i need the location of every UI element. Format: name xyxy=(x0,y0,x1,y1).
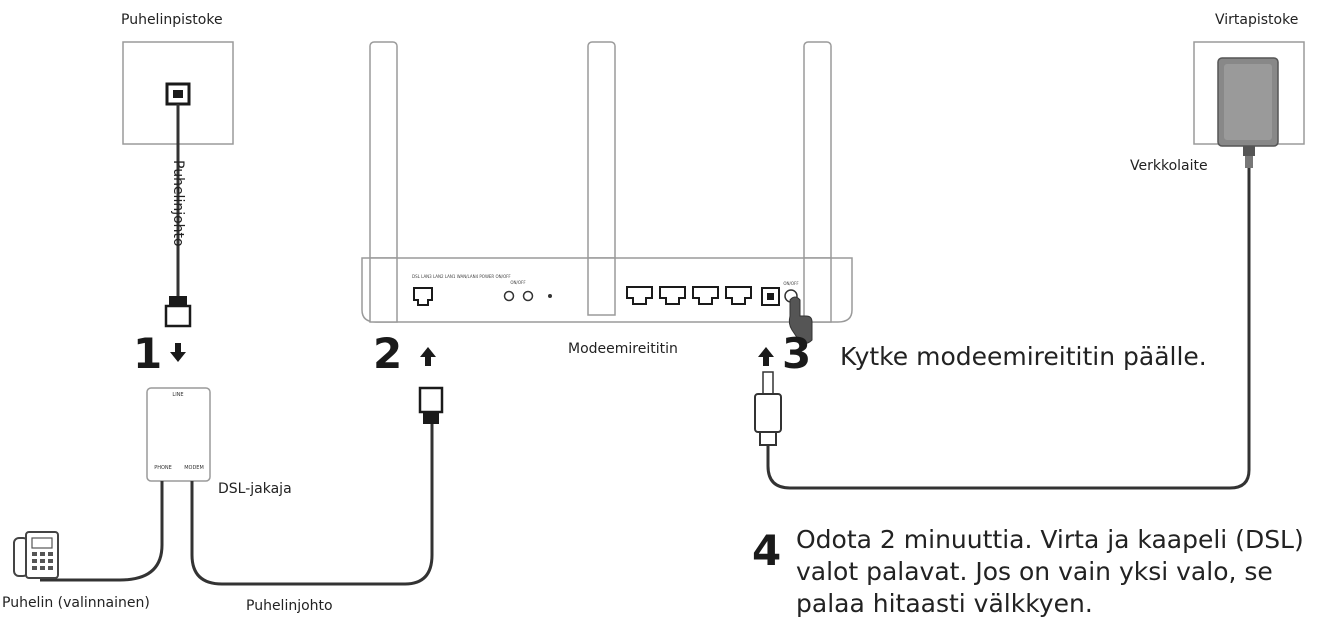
power-adapter xyxy=(1217,57,1279,168)
telephone-icon xyxy=(13,531,59,579)
router-label: Modeemireititin xyxy=(568,341,678,357)
phone-cable-bottom-label: Puhelinjohto xyxy=(246,598,333,614)
down-arrow-icon xyxy=(170,343,186,362)
antenna-right xyxy=(803,41,832,296)
router xyxy=(361,41,853,323)
phone-plug-1 xyxy=(164,296,192,328)
splitter-label: DSL-jakaja xyxy=(218,481,292,497)
step-1-number: 1 xyxy=(133,329,163,378)
phone-cable-to-router xyxy=(190,424,434,586)
telephone-label: Puhelin (valinnainen) xyxy=(2,595,150,611)
up-arrow-icon xyxy=(758,347,774,366)
router-onoff-text: ON/OFF xyxy=(510,280,526,285)
router-power-switch-text: ON/OFF xyxy=(783,281,799,286)
splitter-phone-text: PHONE xyxy=(154,465,172,471)
step-2-number: 2 xyxy=(373,329,403,378)
router-port-labels: DSL LAN3 LAN2 LAN1 WAN/LAN4 POWER ON/OFF xyxy=(412,274,511,279)
phone-cable-to-telephone xyxy=(40,481,164,582)
antenna-left xyxy=(369,41,398,296)
step-4-number: 4 xyxy=(752,526,782,575)
splitter-modem-text: MODEM xyxy=(184,465,204,471)
power-cable xyxy=(766,168,1251,490)
step-3-instruction: Kytke modeemireititin päälle. xyxy=(840,342,1207,371)
hand-pointer-icon xyxy=(788,296,813,345)
up-arrow-icon xyxy=(420,347,436,366)
step-4-line-1: Odota 2 minuuttia. Virta ja kaapeli (DSL… xyxy=(796,525,1304,554)
step-3-number: 3 xyxy=(782,329,812,378)
splitter-line-text: LINE xyxy=(172,392,183,398)
phone-socket-label: Puhelinpistoke xyxy=(121,12,223,28)
phone-plug-2 xyxy=(418,386,444,424)
step-4-line-3: palaa hitaasti välkkyen. xyxy=(796,589,1093,618)
power-socket-label: Virtapistoke xyxy=(1215,12,1299,28)
dsl-splitter xyxy=(146,387,211,482)
phone-cable-vertical-label: Puhelinjohto xyxy=(170,160,186,247)
power-plug xyxy=(754,371,782,446)
step-4-line-2: valot palavat. Jos on vain yksi valo, se xyxy=(796,557,1273,586)
adapter-label: Verkkolaite xyxy=(1130,158,1208,174)
